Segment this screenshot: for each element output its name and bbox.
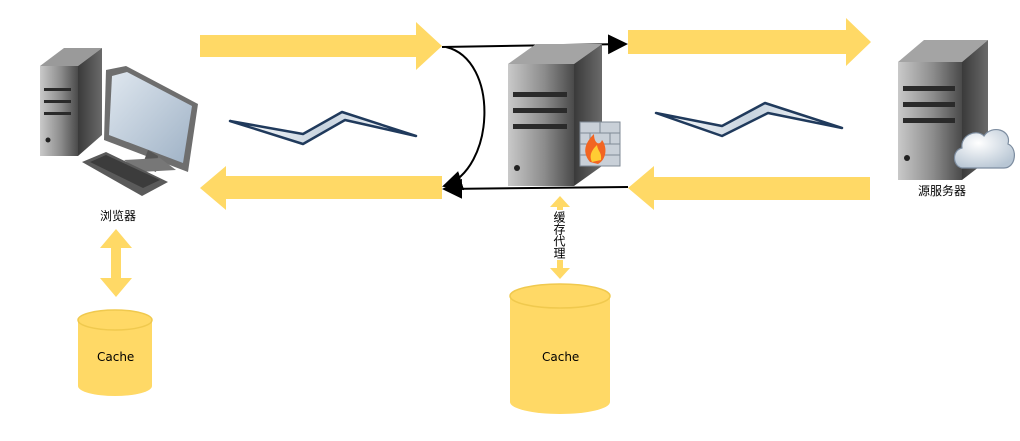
- cache-proxy-label: 缓存代理: [551, 210, 568, 260]
- browser-to-proxy-arrow: [200, 22, 442, 70]
- proxy-to-origin-arrow: [628, 18, 871, 66]
- browser-label: 浏览器: [100, 209, 137, 223]
- cloud-icon: [953, 128, 1015, 169]
- proxy-cache-label: Cache: [542, 350, 580, 364]
- origin-to-proxy-arrow: [628, 166, 870, 210]
- firewall-icon: [579, 121, 621, 167]
- lightning-link-icon: [654, 101, 844, 138]
- proxy-to-browser-arrow: [200, 166, 442, 210]
- flow-arrows: [200, 18, 871, 210]
- browser-cache-label: Cache: [97, 350, 135, 364]
- browser-cache-link-arrow: [100, 229, 132, 297]
- cloud-server-icon: [898, 40, 1015, 180]
- browser-cache-cylinder: [77, 309, 153, 396]
- origin-server-label: 源服务器: [918, 184, 967, 198]
- proxy-server-firewall-icon: [508, 44, 621, 186]
- response-connector: [442, 178, 629, 199]
- lightning-link-icon: [228, 110, 418, 146]
- cache-hit-return-connector: [442, 46, 486, 191]
- proxy-cache-cylinder: [509, 283, 611, 414]
- desktop-computer-icon: [40, 48, 198, 196]
